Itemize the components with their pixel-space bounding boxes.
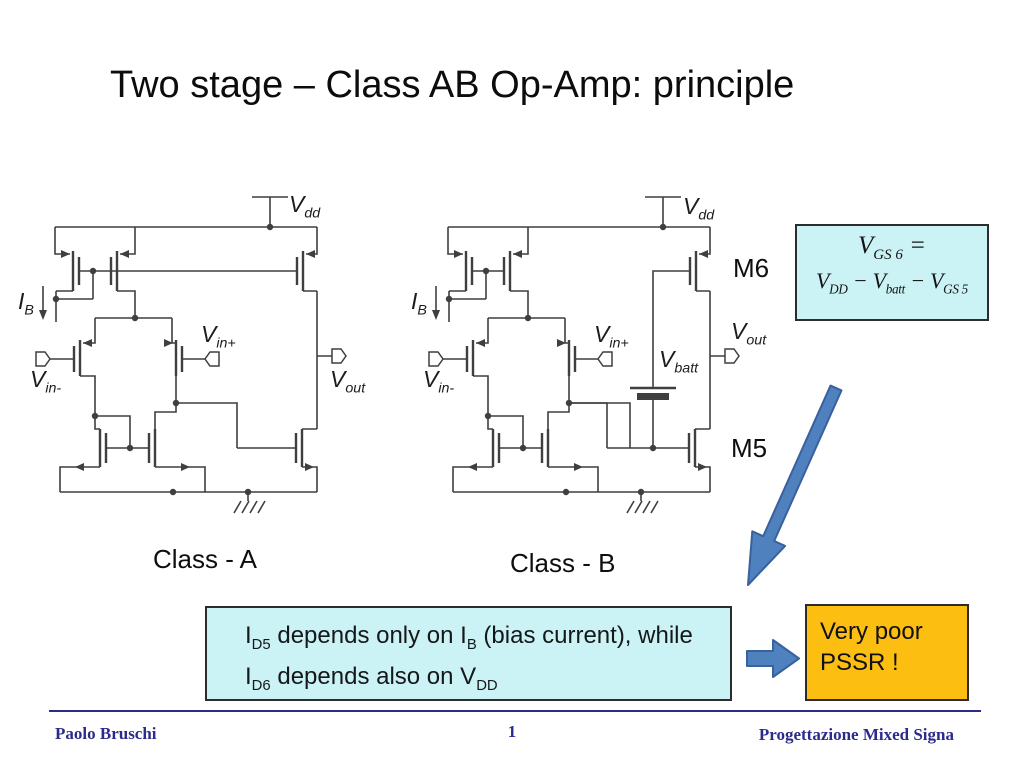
warning-line1: Very poor — [820, 618, 923, 645]
caption-class-a: Class - A — [153, 544, 258, 574]
battery-bottom-plate — [637, 393, 669, 400]
note-line2: ID6 depends also on VDD — [245, 662, 498, 694]
note-box: ID5 depends only on IB (bias current), w… — [205, 606, 732, 701]
big-blue-arrow — [747, 384, 843, 586]
label-vbatt: Vbatt — [659, 346, 699, 377]
label-ib-right: IB — [411, 288, 427, 319]
label-m5: M5 — [731, 433, 768, 463]
warning-box: Very poor PSSR ! — [805, 604, 969, 701]
formula-line2: VDD − Vbatt − VGS 5 — [816, 268, 968, 297]
class-a-circuit — [34, 195, 348, 515]
footer-page-number: 1 — [507, 722, 517, 741]
label-vdd-right: Vdd — [683, 193, 715, 224]
class-a-bias-line — [111, 270, 297, 449]
m6-gate-wire — [652, 270, 689, 387]
formula-line1: VGS 6 = — [858, 232, 926, 263]
label-m6: M6 — [733, 253, 770, 283]
junction-dot — [649, 444, 657, 452]
label-vout-left: Vout — [330, 366, 366, 397]
caption-class-b: Class - B — [510, 548, 616, 578]
label-vin-plus-right: Vin+ — [594, 321, 629, 352]
small-blue-arrow — [746, 639, 800, 678]
footer-divider — [49, 710, 981, 712]
class-b-battery-branch — [569, 270, 689, 452]
label-vout-right: Vout — [731, 318, 767, 349]
footer-author: Paolo Bruschi — [55, 724, 157, 743]
label-vin-plus-left: Vin+ — [201, 321, 236, 352]
note-line1: ID5 depends only on IB (bias current), w… — [245, 622, 693, 653]
warning-line2: PSSR ! — [820, 649, 899, 676]
battery-to-m5-wire — [569, 400, 689, 449]
formula-box: VGS 6 = VDD − Vbatt − VGS 5 — [795, 224, 989, 321]
label-ib-left: IB — [18, 288, 34, 319]
label-vin-minus-left: Vin- — [30, 366, 62, 397]
label-vdd-left: Vdd — [289, 191, 321, 222]
label-vin-minus-right: Vin- — [423, 366, 455, 397]
footer-course: Progettazione Mixed Signa — [758, 725, 954, 744]
slide-title: Two stage – Class AB Op-Amp: principle — [110, 64, 795, 106]
